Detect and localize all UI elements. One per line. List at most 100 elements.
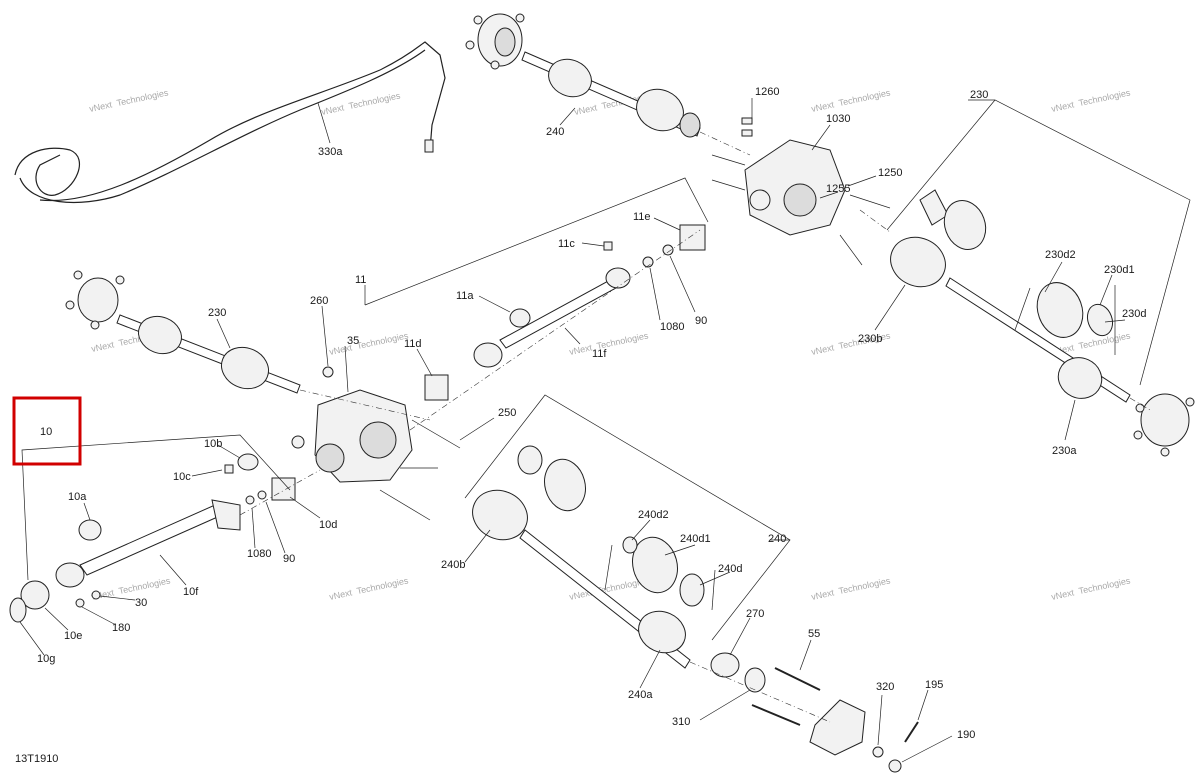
washer-90 xyxy=(257,490,267,500)
diagram-id: 13T1910 xyxy=(15,753,58,765)
rear-propeller-shaft-10 xyxy=(9,453,296,623)
hub-stud xyxy=(115,275,125,285)
callout-240b: 240b xyxy=(441,559,465,571)
upper-drive-shaft-240 xyxy=(465,13,701,138)
callout-230d1: 230d1 xyxy=(1104,264,1135,276)
watermark-technologies: Technologies xyxy=(1078,575,1132,596)
nut-260 xyxy=(322,366,334,378)
right-drive-shaft-230 xyxy=(890,189,1195,457)
hub-center xyxy=(494,27,516,57)
wheel-hub xyxy=(1140,393,1190,447)
callout-10g: 10g xyxy=(37,653,55,665)
watermark-vnext: vNext xyxy=(90,339,115,354)
boot-clamp xyxy=(1086,303,1114,337)
hub-stud xyxy=(1133,430,1143,440)
cv-boot xyxy=(544,458,586,512)
hub-stud xyxy=(473,15,483,25)
callout-240d: 240d xyxy=(718,563,742,575)
callout-230: 230 xyxy=(970,89,988,101)
rear-differential-35 xyxy=(314,389,461,521)
yoke-11e xyxy=(679,224,706,251)
callout-260: 260 xyxy=(310,295,328,307)
front-differential-1030 xyxy=(711,117,891,266)
propeller-shaft-11 xyxy=(424,224,706,401)
washer-90 xyxy=(662,244,674,256)
callout-1080: 1080 xyxy=(247,548,271,560)
hub-stud xyxy=(90,320,100,330)
u-joint-10b xyxy=(237,453,259,471)
callout-11c: 11c xyxy=(558,238,575,250)
callout-1080: 1080 xyxy=(660,321,684,333)
cv-joint xyxy=(221,346,269,390)
callout-230b: 230b xyxy=(858,333,882,345)
hub-stud xyxy=(1185,397,1195,407)
yoke xyxy=(211,499,241,531)
nut-190 xyxy=(888,759,902,773)
screw-11c xyxy=(603,241,613,251)
assembly-brackets xyxy=(21,99,1191,641)
callout-310: 310 xyxy=(672,716,690,728)
brake-line-fitting xyxy=(424,139,434,153)
cv-joint xyxy=(890,236,946,288)
callout-240d2: 240d2 xyxy=(638,509,669,521)
callout-180: 180 xyxy=(112,622,130,634)
watermark-technologies: Technologies xyxy=(838,87,892,108)
shaft-tube xyxy=(79,504,223,576)
highlight-box-10[interactable] xyxy=(12,396,82,466)
callout-195: 195 xyxy=(925,679,943,691)
washer xyxy=(872,746,884,758)
leader-lines xyxy=(19,98,1126,763)
hub-stud xyxy=(73,270,83,280)
callout-230: 230 xyxy=(208,307,226,319)
watermark-technologies: Technologies xyxy=(838,575,892,596)
callout-230a: 230a xyxy=(1052,445,1077,457)
cv-boot xyxy=(943,200,987,250)
watermark-vnext: vNext xyxy=(328,342,353,357)
watermark-vnext: vNext xyxy=(810,587,835,602)
cv-spline xyxy=(679,112,701,138)
wheel-hub xyxy=(77,277,119,323)
clamp-240d xyxy=(679,573,705,607)
assembly-centerlines xyxy=(239,131,1151,723)
watermark-vnext: vNext xyxy=(810,99,835,114)
watermark-vnext: vNext xyxy=(568,342,593,357)
clamp-240d2 xyxy=(622,536,638,554)
bolt-1260 xyxy=(741,117,753,125)
washer-30 xyxy=(91,590,101,600)
watermark-vnext: vNext xyxy=(320,102,345,117)
cv-boot xyxy=(1036,282,1084,338)
dust-boot-11a xyxy=(509,308,531,328)
hub-stud xyxy=(515,13,525,23)
watermark-vnext: vNext xyxy=(573,102,598,117)
callout-10d: 10d xyxy=(319,519,337,531)
callout-10c: 10c xyxy=(173,471,191,483)
callout-labels: 330a 240 1260 1030 1250 1255 230 11e 11c… xyxy=(37,86,1146,741)
callout-330a: 330a xyxy=(318,146,343,158)
watermark-vnext: vNext xyxy=(810,342,835,357)
watermark-technologies: Technologies xyxy=(356,575,410,596)
callout-11e: 11e xyxy=(633,211,651,223)
wheel-hub-320 xyxy=(809,699,866,756)
watermark-technologies: Technologies xyxy=(348,90,402,111)
u-joint xyxy=(605,267,631,289)
differential-output xyxy=(783,183,817,217)
callout-10f: 10f xyxy=(183,586,199,598)
seal-10g xyxy=(9,597,27,623)
differential-input xyxy=(749,189,771,211)
callout-90: 90 xyxy=(695,315,707,327)
yoke-10d xyxy=(271,477,296,501)
callout-240: 240 xyxy=(768,533,786,545)
dust-boot-10a xyxy=(78,519,102,541)
callout-1255: 1255 xyxy=(826,183,850,195)
nut-180 xyxy=(75,598,85,608)
callout-240d1: 240d1 xyxy=(680,533,711,545)
screw-10c xyxy=(224,464,234,474)
watermark-technologies: Technologies xyxy=(118,575,172,596)
callout-11d: 11d xyxy=(404,338,422,350)
callout-240a: 240a xyxy=(628,689,653,701)
lower-drive-shaft-240 xyxy=(472,445,919,773)
cv-boot xyxy=(138,315,182,355)
cv-boot-240d1 xyxy=(632,536,678,594)
callout-1250: 1250 xyxy=(878,167,902,179)
